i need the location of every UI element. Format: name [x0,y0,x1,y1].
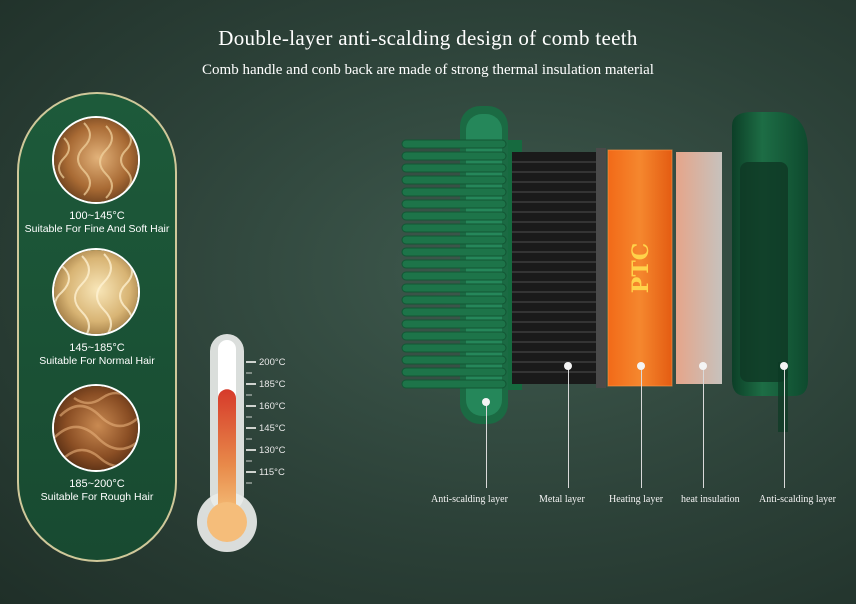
scale-label-200: 200°C [259,357,286,368]
leader-dot-1 [482,398,490,406]
layer-label-anti-scalding-back: Anti-scalding layer [759,494,836,505]
scale-label-185: 185°C [259,379,286,390]
rough-hair-image [52,384,140,472]
hair-desc-2: Suitable For Normal Hair [39,355,155,367]
leader-line-4 [703,368,704,488]
leader-line-2 [568,368,569,488]
ptc-label: PTC [628,243,654,293]
layer-label-heating: Heating layer [609,494,664,505]
hair-temp-2: 145~185°C [69,342,125,354]
layer-label-heat-insulation: heat insulation [681,494,740,505]
scale-label-130: 130°C [259,445,286,456]
thermometer-icon [197,334,257,552]
layer-label-metal: Metal layer [539,494,585,505]
thermometer-fill [218,389,236,516]
normal-hair-image [52,248,140,336]
leader-line-3 [641,368,642,488]
headline: Double-layer anti-scalding design of com… [218,26,638,50]
leader-line-5 [784,368,785,488]
scale-label-160: 160°C [259,401,286,412]
hair-temp-3: 185~200°C [69,478,125,490]
hair-type-3: 185~200°C Suitable For Rough Hair [9,478,185,504]
hair-type-1: 100~145°C Suitable For Fine And Soft Hai… [9,210,185,236]
layer-label-anti-scalding-front: Anti-scalding layer [431,494,508,505]
leader-dot-2 [564,362,572,370]
leader-dot-4 [699,362,707,370]
leader-line-1 [486,404,487,488]
leader-dot-3 [637,362,645,370]
subheadline: Comb handle and conb back are made of st… [202,62,654,78]
comb-exploded-view: PTC [401,106,808,432]
scale-label-115: 115°C [259,467,285,478]
fine-hair-image [52,116,140,204]
hair-desc-1: Suitable For Fine And Soft Hair [24,223,170,235]
leader-dot-5 [780,362,788,370]
hair-desc-3: Suitable For Rough Hair [40,491,154,503]
hair-temp-1: 100~145°C [69,210,125,222]
hair-type-2: 145~185°C Suitable For Normal Hair [9,342,185,368]
scale-label-145: 145°C [259,423,286,434]
